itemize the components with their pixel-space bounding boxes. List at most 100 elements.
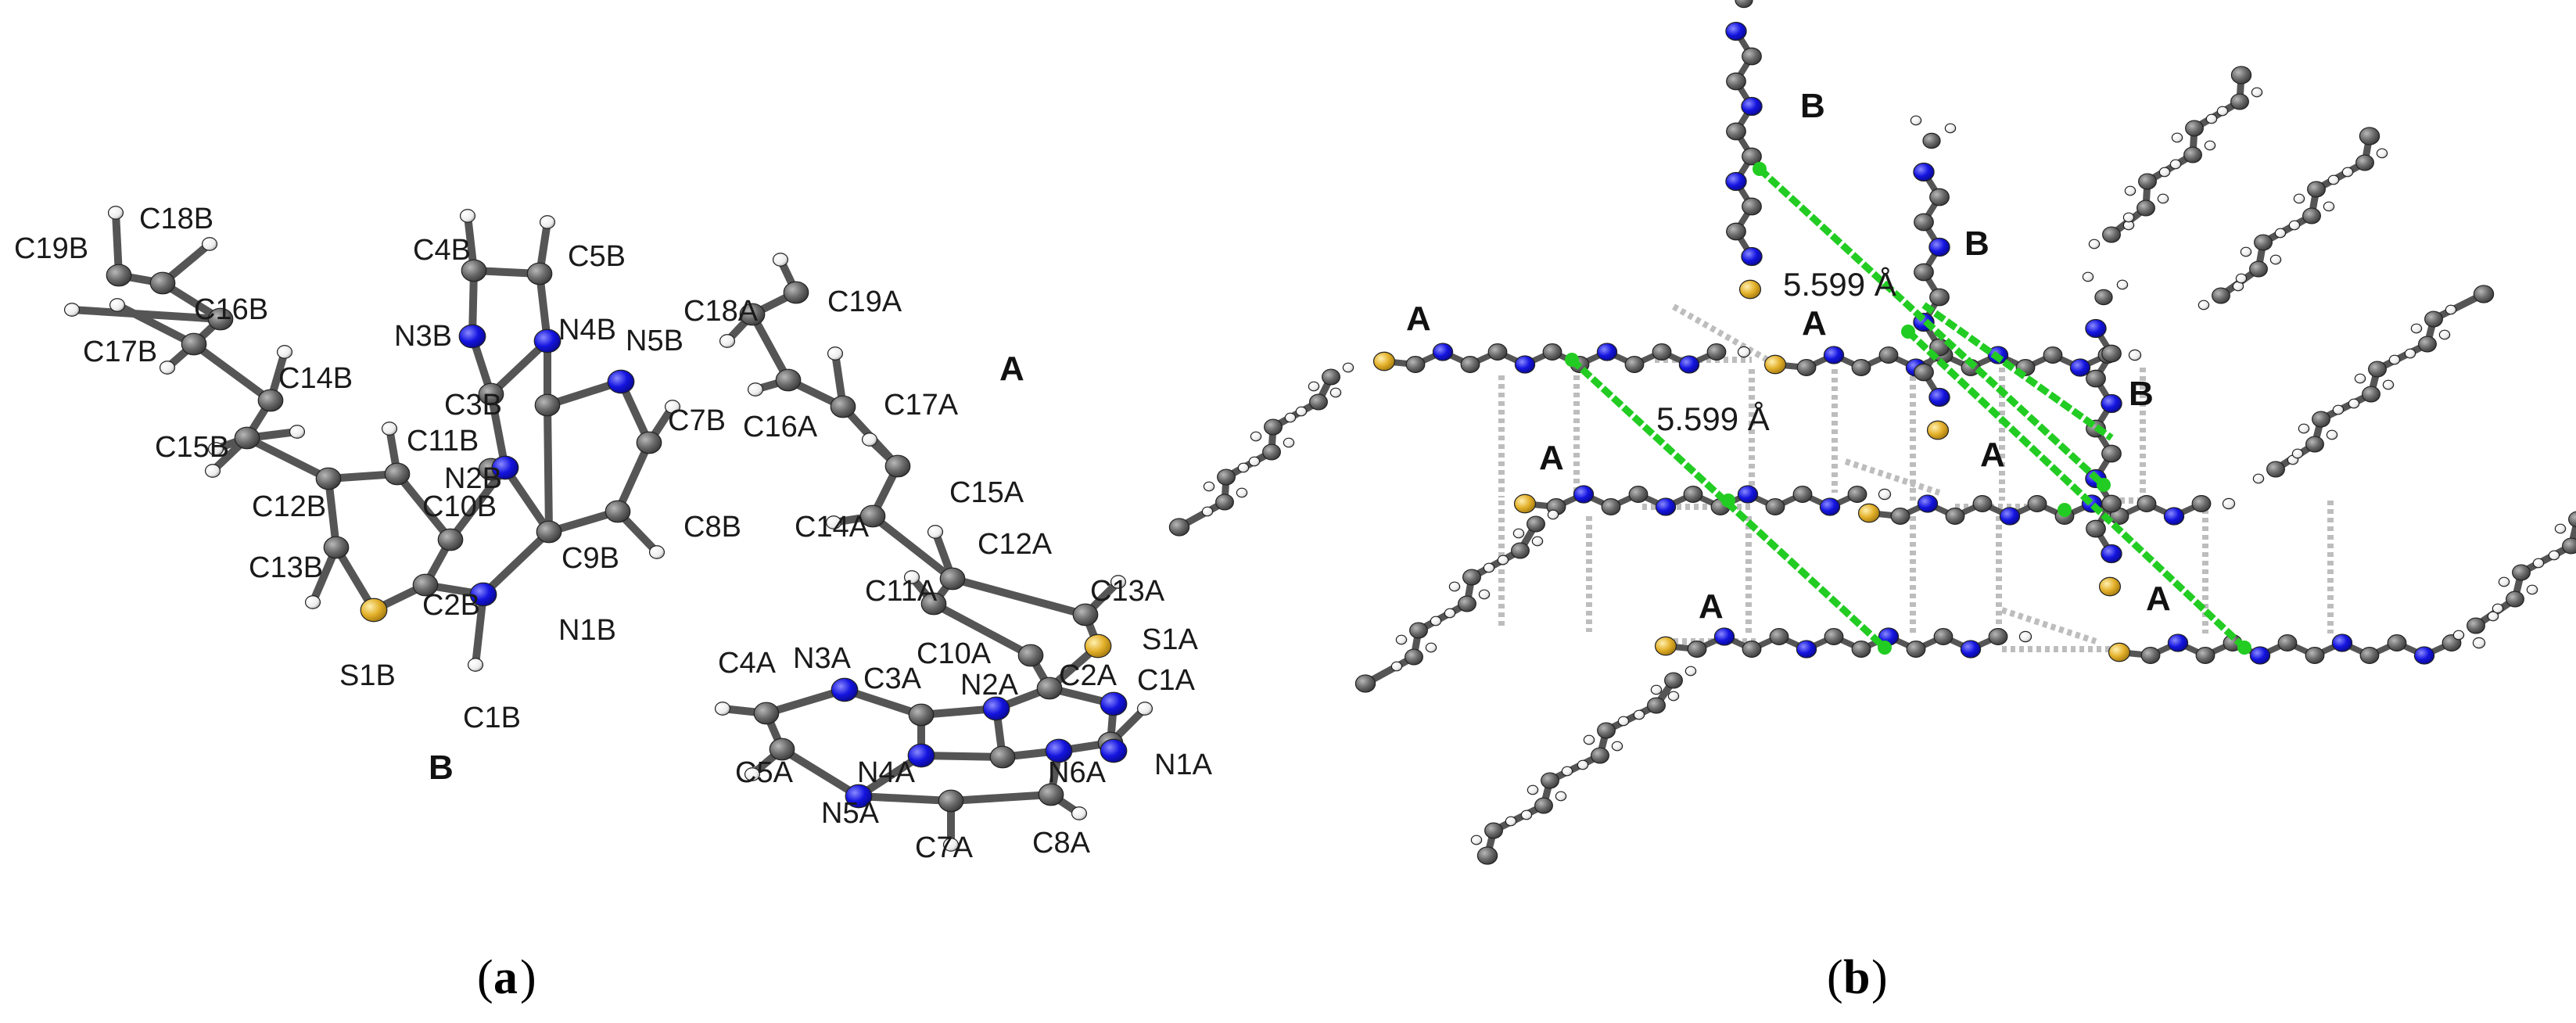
- nitrogen-atom: [1928, 237, 1950, 257]
- carbon-atom: [2562, 537, 2576, 555]
- carbon-atom: [1628, 486, 1649, 503]
- hydrogen-atom: [2404, 348, 2416, 359]
- carbon-atom: [1309, 393, 1328, 411]
- carbon-atom: [2230, 93, 2249, 110]
- nitrogen-atom: [1100, 691, 1128, 716]
- carbon-atom: [1484, 822, 1503, 839]
- hydrogen-atom: [1520, 809, 1533, 820]
- caption-a-close: ): [520, 951, 536, 1004]
- hydrogen-atom: [1071, 806, 1088, 820]
- bond: [501, 464, 553, 536]
- hydrogen-atom: [381, 422, 398, 436]
- carbon-atom: [1405, 648, 1423, 666]
- carbon-atom: [526, 262, 553, 285]
- carbon-atom: [207, 307, 234, 331]
- carbon-atom: [989, 745, 1016, 769]
- carbon-atom: [1769, 628, 1789, 645]
- hydrogen-atom: [1430, 616, 1442, 626]
- sulfur-atom: [1513, 494, 1537, 514]
- hydrogen-atom: [2293, 193, 2305, 204]
- nitrogen-atom: [1045, 738, 1073, 763]
- hydrogen-atom: [1633, 709, 1645, 720]
- bond: [2259, 212, 2316, 246]
- atom-label-b: C10B: [422, 490, 497, 523]
- hydrogen-atom: [1395, 634, 1408, 645]
- panel-a-atoms: [63, 206, 1153, 852]
- hydrogen-atom: [204, 464, 221, 478]
- bond: [1546, 752, 1604, 784]
- hydrogen-atom: [1448, 581, 1461, 592]
- sulfur-atom: [2098, 576, 2122, 597]
- hydrogen-atom: [2498, 576, 2510, 587]
- bond: [748, 310, 792, 384]
- carbon-atom: [2137, 199, 2155, 217]
- hydrogen-atom: [2158, 167, 2171, 178]
- carbon-atom: [1072, 603, 1099, 626]
- hydrogen-atom: [63, 303, 81, 317]
- carbon-atom: [2568, 511, 2576, 528]
- carbon-atom: [1726, 72, 1746, 91]
- atom-label-b: C14B: [278, 362, 353, 395]
- atom-label-b: C4B: [413, 234, 471, 267]
- carbon-atom: [2195, 647, 2215, 664]
- carbon-atom: [775, 368, 802, 392]
- carbon-atom: [1742, 197, 1762, 216]
- bond: [243, 434, 332, 483]
- carbon-atom: [2266, 461, 2285, 478]
- carbon-atom: [478, 382, 504, 406]
- nitrogen-atom: [1928, 387, 1950, 407]
- carbon-atom: [1460, 356, 1480, 373]
- hydrogen-atom: [2197, 300, 2210, 310]
- atom-label-a: S1A: [1142, 623, 1198, 656]
- hydrogen-atom: [1910, 115, 1922, 126]
- bond: [855, 792, 955, 805]
- atom-label-a: N4A: [857, 756, 916, 789]
- carbon-atom: [1765, 498, 1785, 515]
- hydrogen-atom: [2492, 603, 2504, 614]
- hydrogen-atom: [2082, 271, 2094, 282]
- carbon-atom: [2277, 634, 2298, 651]
- hydrogen-atom: [2327, 174, 2340, 185]
- centroid-dot: [2058, 503, 2072, 517]
- carbon-atom: [2254, 234, 2273, 251]
- atom-label-a: C15A: [949, 476, 1024, 509]
- hydrogen-atom: [1667, 691, 1680, 702]
- hydrogen-atom: [2222, 497, 2236, 510]
- atom-label-a: N6A: [1048, 756, 1107, 789]
- carbon-atom: [1906, 641, 1926, 658]
- panel-b-centroid-lines: [1565, 162, 2251, 655]
- hydrogen-atom: [648, 545, 666, 559]
- nitrogen-atom: [1819, 497, 1841, 516]
- carbon-atom: [2307, 181, 2326, 198]
- bond: [325, 475, 340, 551]
- hydrogen-atom: [1555, 791, 1567, 802]
- carbon-atom: [1914, 213, 1934, 232]
- bond: [393, 470, 454, 544]
- carbon-atom: [2368, 361, 2387, 378]
- sulfur-atom: [2108, 642, 2131, 662]
- molecule-label-b: B: [1964, 224, 1989, 263]
- carbon-atom: [257, 389, 284, 412]
- panel-b-labels: B B B A A A A A A 5.599 Å 5.599 Å: [1406, 87, 2171, 626]
- sulfur-atom: [1926, 420, 1950, 440]
- hydrogen-atom: [827, 346, 844, 361]
- atom-label-b: C8B: [683, 511, 741, 544]
- atom-label-a: C13A: [1090, 575, 1165, 608]
- carbon-atom: [1541, 772, 1559, 789]
- hydrogen-atom: [1425, 642, 1437, 653]
- carbon-atom: [2101, 494, 2122, 513]
- carbon-atom: [536, 520, 562, 544]
- carbon-atom: [2185, 120, 2204, 137]
- nitrogen-atom: [2101, 544, 2122, 564]
- atom-label-b: C9B: [561, 542, 619, 575]
- hydrogen-atom: [2332, 404, 2345, 415]
- hydrogen-atom: [2326, 429, 2338, 440]
- centroid-dot: [2237, 641, 2251, 655]
- hydrogen-atom: [276, 345, 293, 359]
- carbon-atom: [2212, 287, 2230, 304]
- bond: [2517, 542, 2575, 576]
- carbon-atom: [1476, 846, 1498, 865]
- atom-label-a: C7A: [915, 831, 974, 864]
- hydrogen-atom: [1650, 684, 1663, 695]
- sulfur-atom: [1372, 351, 1396, 372]
